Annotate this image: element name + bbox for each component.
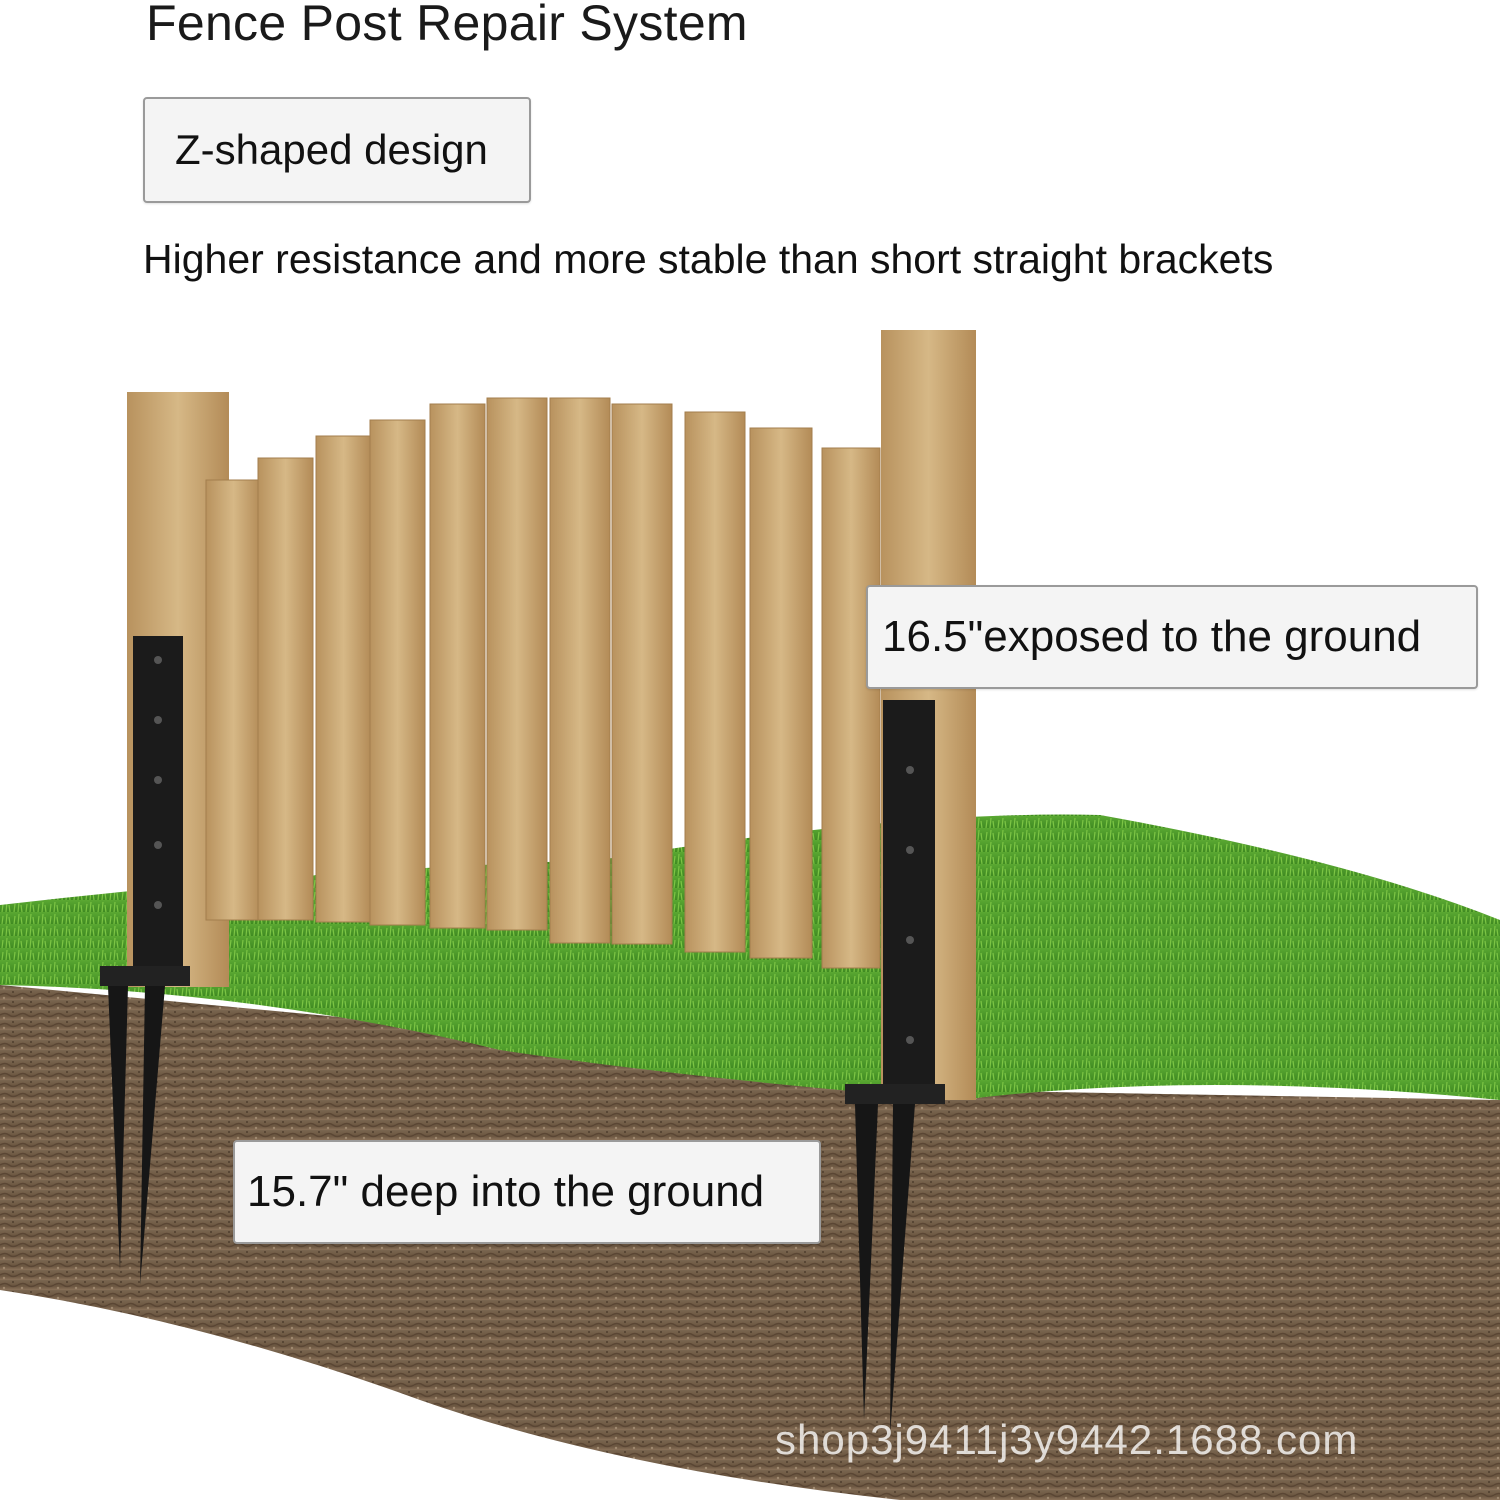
exposed-height-label: 16.5"exposed to the ground xyxy=(866,585,1478,689)
left-bracket xyxy=(100,636,190,1285)
subtitle: Higher resistance and more stable than s… xyxy=(143,236,1274,282)
fence-scene-illustration xyxy=(0,330,1500,1500)
depth-label: 15.7" deep into the ground xyxy=(233,1140,821,1244)
right-bracket xyxy=(845,700,945,1435)
design-label: Z-shaped design xyxy=(143,97,531,203)
watermark: shop3j9411j3y9442.1688.com xyxy=(775,1416,1359,1463)
page-title: Fence Post Repair System xyxy=(146,0,748,51)
